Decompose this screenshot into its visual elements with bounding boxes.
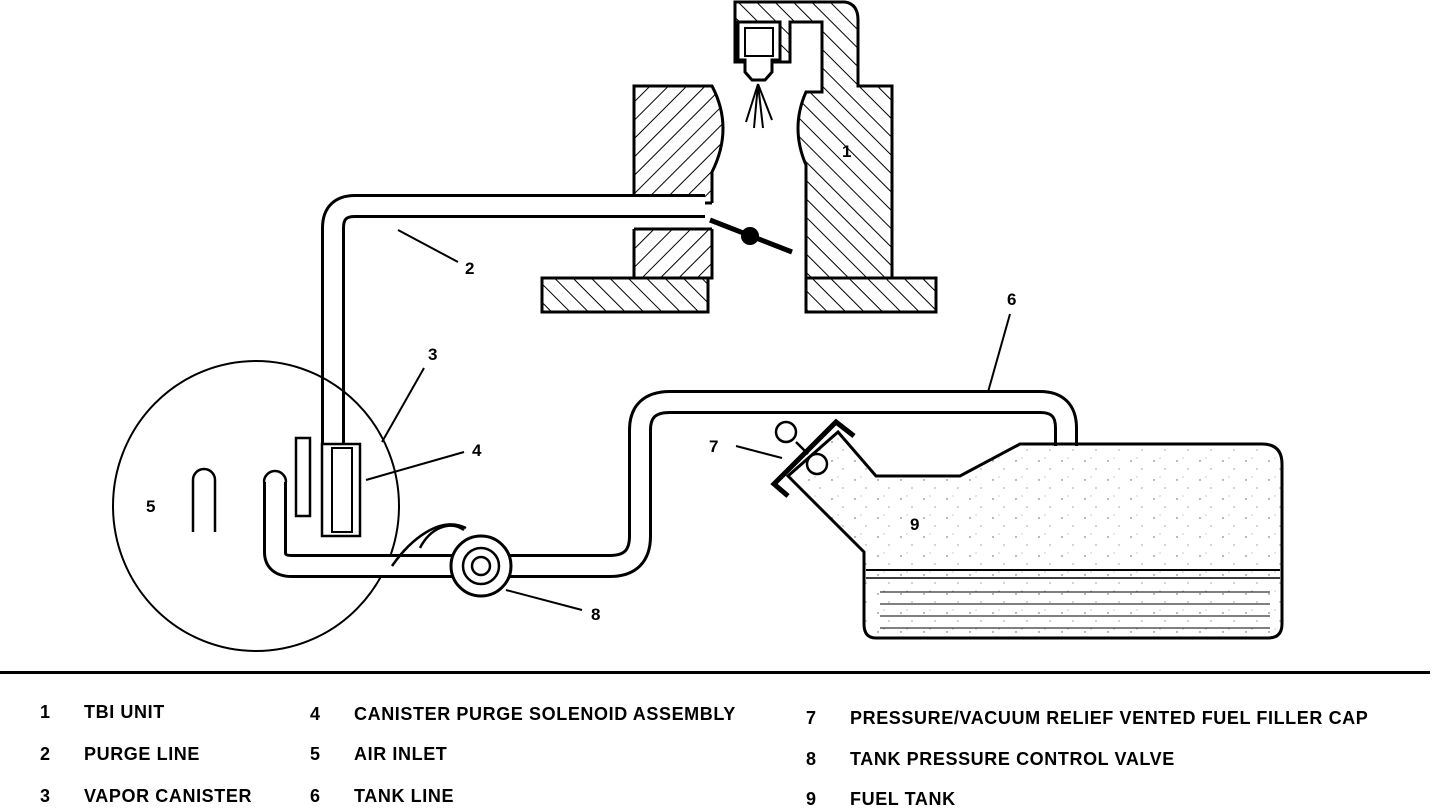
legend-label: FUEL TANK — [850, 789, 956, 809]
callout-9: 9 — [910, 515, 919, 534]
vapor-canister — [112, 360, 400, 652]
air-inlet — [191, 467, 217, 532]
legend-label: TANK LINE — [354, 786, 455, 806]
legend-item-6: 6 TANK LINE — [310, 786, 454, 807]
legend-label: TANK PRESSURE CONTROL VALVE — [850, 749, 1175, 769]
legend-number: 2 — [40, 744, 51, 764]
fuel-tank — [785, 429, 1284, 640]
tbi-right-wall — [733, 0, 894, 280]
legend-label: VAPOR CANISTER — [84, 786, 253, 806]
canister-purge-solenoid — [294, 436, 362, 538]
legend-item-7: 7 PRESSURE/VACUUM RELIEF VENTED FUEL FILL… — [806, 708, 1368, 729]
legend-number: 8 — [806, 749, 817, 769]
tank-pressure-control-valve — [390, 523, 513, 598]
legend-number: 7 — [806, 708, 817, 728]
legend-number: 1 — [40, 702, 51, 722]
callout-4: 4 — [472, 441, 482, 460]
legend-number: 3 — [40, 786, 51, 806]
purge-line — [321, 194, 705, 446]
legend-label: PURGE LINE — [84, 744, 201, 764]
legend-number: 9 — [806, 789, 817, 809]
callout-3: 3 — [428, 345, 437, 364]
legend-item-8: 8 TANK PRESSURE CONTROL VALVE — [806, 749, 1175, 770]
fuel-filler-cap — [770, 418, 856, 498]
legend-item-2: 2 PURGE LINE — [40, 744, 200, 765]
base-right — [804, 276, 938, 314]
fuel-spray-icon — [745, 83, 773, 129]
legend-item-9: 9 FUEL TANK — [806, 789, 956, 810]
legend-item-1: 1 TBI UNIT — [40, 702, 165, 723]
legend-item-3: 3 VAPOR CANISTER — [40, 786, 252, 807]
legend-number: 5 — [310, 744, 321, 764]
tank-line — [262, 390, 1078, 578]
legend-number: 4 — [310, 704, 321, 724]
callout-8: 8 — [591, 605, 600, 624]
legend-number: 6 — [310, 786, 321, 806]
callout-1: 1 — [842, 142, 851, 161]
leader-lines — [365, 229, 1011, 611]
callout-7: 7 — [709, 437, 718, 456]
legend-item-5: 5 AIR INLET — [310, 744, 447, 765]
legend-item-4: 4 CANISTER PURGE SOLENOID ASSEMBLY — [310, 704, 736, 725]
base-left — [540, 276, 710, 314]
legend-label: AIR INLET — [354, 744, 448, 764]
legend-divider — [0, 671, 1430, 674]
legend-label: PRESSURE/VACUUM RELIEF VENTED FUEL FILLE… — [850, 708, 1369, 728]
throttle-plate — [709, 217, 793, 255]
callout-5: 5 — [146, 497, 155, 516]
tbi-left-wall — [632, 84, 725, 280]
tbi-unit — [540, 0, 938, 314]
legend-label: CANISTER PURGE SOLENOID ASSEMBLY — [354, 704, 736, 724]
evap-system-diagram: 1 2 3 4 5 6 7 8 9 — [112, 0, 1284, 652]
legend-label: TBI UNIT — [84, 702, 165, 722]
callout-6: 6 — [1007, 290, 1016, 309]
callout-2: 2 — [465, 259, 474, 278]
